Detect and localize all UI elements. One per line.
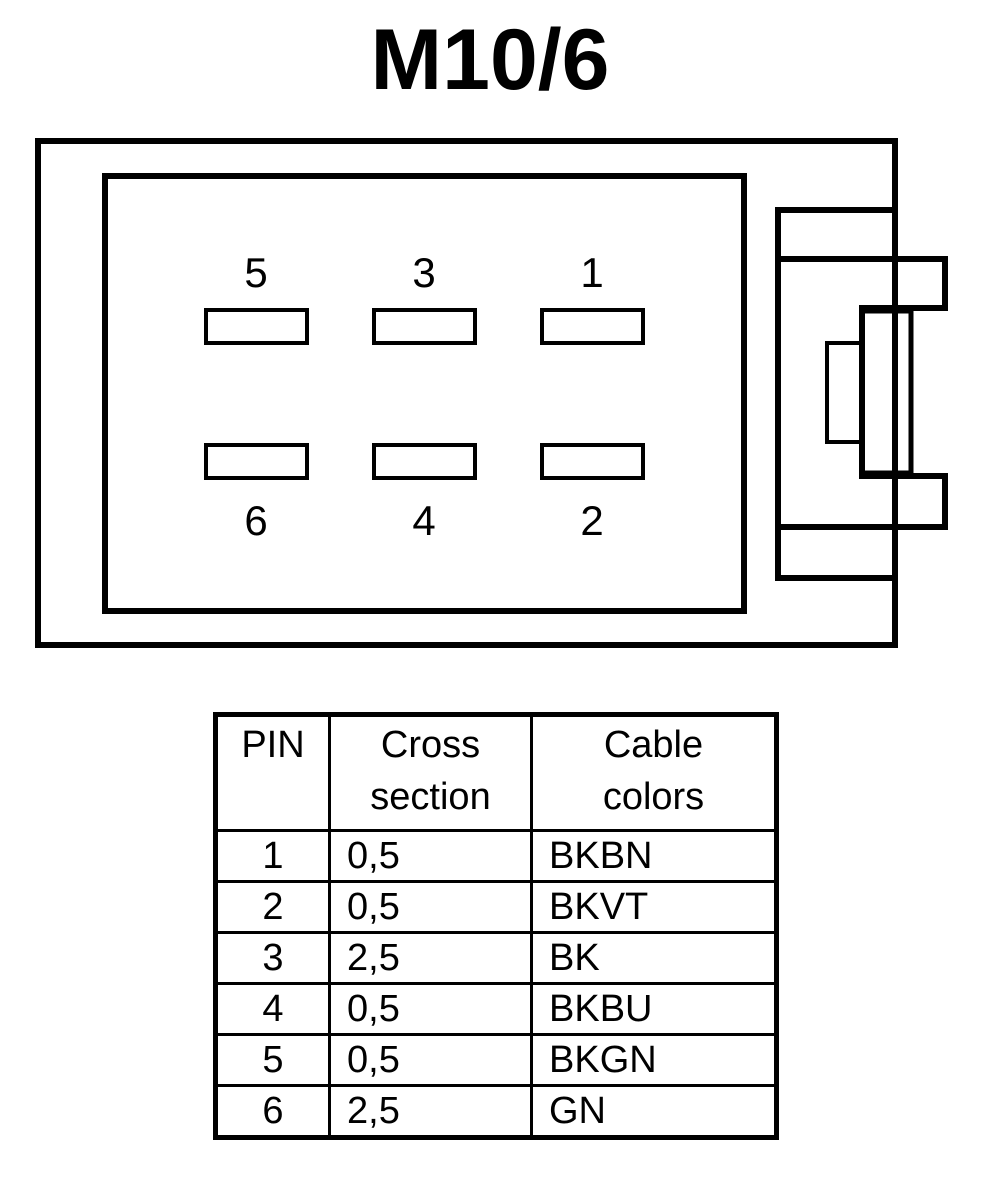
table-row: 1 0,5 BKBN	[214, 829, 778, 883]
header-cross-section: Cross section	[328, 713, 533, 832]
cell-cable-color: BKGN	[530, 1033, 778, 1087]
pin-label: 3	[412, 249, 435, 296]
table-row: 6 2,5 GN	[214, 1084, 778, 1139]
cell-pin: 1	[214, 829, 331, 883]
pin-label: 4	[412, 497, 435, 544]
cell-cross-section: 0,5	[328, 1033, 533, 1087]
pin-label: 6	[244, 497, 267, 544]
connector-drawing: 5 3 1 6 4 2	[35, 138, 948, 648]
connector-latch-button	[825, 341, 864, 444]
cell-cross-section: 0,5	[328, 982, 533, 1036]
connector-housing-outer	[35, 138, 898, 648]
pin-slot-3	[372, 308, 477, 345]
cell-cross-section: 2,5	[328, 931, 533, 985]
pin-slot-6	[204, 443, 309, 480]
connector-face-inner	[102, 173, 747, 614]
cell-cross-section: 0,5	[328, 829, 533, 883]
pin-slot-4	[372, 443, 477, 480]
cell-cross-section: 2,5	[328, 1084, 533, 1139]
cell-pin: 5	[214, 1033, 331, 1087]
cell-pin: 4	[214, 982, 331, 1036]
pin-label: 2	[580, 497, 603, 544]
cell-pin: 3	[214, 931, 331, 985]
pin-label: 1	[580, 249, 603, 296]
connector-latch-tab	[859, 308, 914, 476]
pin-slot-2	[540, 443, 645, 480]
table-row: 3 2,5 BK	[214, 931, 778, 985]
pin-slot-5	[204, 308, 309, 345]
cell-pin: 2	[214, 880, 331, 934]
pin-slot-1	[540, 308, 645, 345]
cell-pin: 6	[214, 1084, 331, 1139]
pin-assignment-table: PIN Cross section Cable colors 1 0,5 BKB…	[213, 712, 779, 1140]
cell-cable-color: BKVT	[530, 880, 778, 934]
cell-cable-color: BKBN	[530, 829, 778, 883]
table-row: 5 0,5 BKGN	[214, 1033, 778, 1087]
table-row: 2 0,5 BKVT	[214, 880, 778, 934]
cell-cross-section: 0,5	[328, 880, 533, 934]
header-cable-colors: Cable colors	[530, 713, 778, 832]
table-row: 4 0,5 BKBU	[214, 982, 778, 1036]
diagram-title: M10/6	[370, 12, 610, 108]
cell-cable-color: GN	[530, 1084, 778, 1139]
header-pin: PIN	[214, 713, 331, 832]
cell-cable-color: BKBU	[530, 982, 778, 1036]
pin-label: 5	[244, 249, 267, 296]
connector-latch-outer	[775, 207, 895, 581]
table-header-row: PIN Cross section Cable colors	[214, 713, 778, 832]
cell-cable-color: BK	[530, 931, 778, 985]
